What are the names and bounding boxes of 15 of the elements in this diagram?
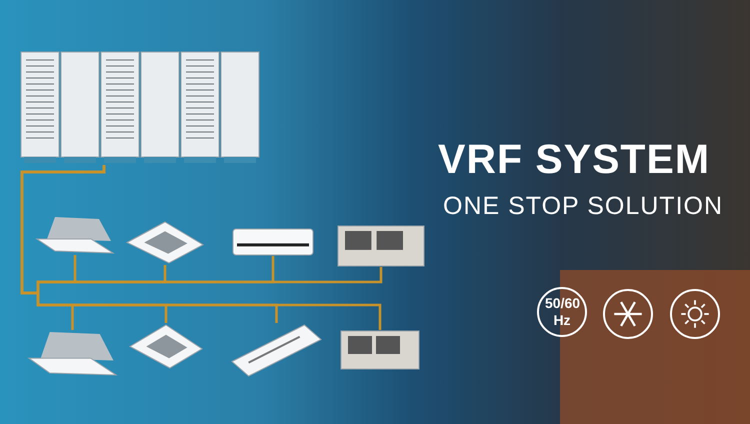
duct-unit-picture [337, 225, 425, 267]
mode-circle [603, 289, 653, 339]
cassette-unit-picture [128, 323, 204, 370]
ceiling-unit-picture [230, 323, 323, 378]
wall-mounted-unit-picture [232, 228, 314, 256]
frequency-circle: 50/60 Hz [537, 287, 587, 337]
subtitle: ONE STOP SOLUTION [443, 192, 724, 221]
title: VRF SYSTEM [438, 136, 710, 183]
refrigerant-pipe [20, 165, 382, 330]
duct-unit-picture [340, 330, 420, 370]
cassette-unit-picture [125, 220, 205, 265]
outdoor-unit-picture [20, 50, 260, 165]
mode-circle [670, 289, 720, 339]
cassette-unit-picture [35, 215, 115, 255]
cassette-unit-picture [27, 330, 118, 377]
